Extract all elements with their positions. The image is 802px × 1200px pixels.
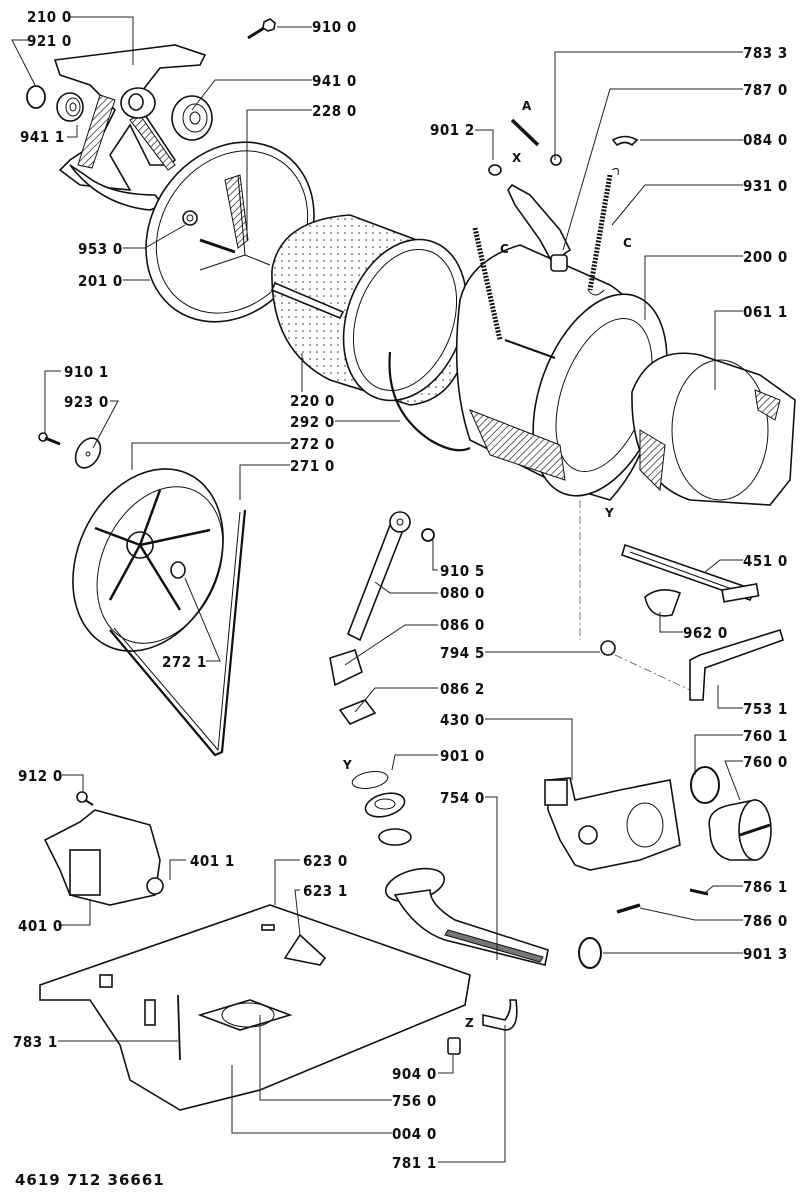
pressure-dashline-2 — [614, 654, 691, 691]
bearing-large-part — [171, 95, 213, 141]
pressure-connector-part — [550, 154, 562, 166]
drum-spider-part — [53, 44, 207, 211]
drain-bracket-part — [689, 628, 784, 701]
label-623-1: 623 1 — [303, 882, 348, 900]
label-910-1: 910 1 — [64, 363, 109, 381]
drive-belt-part — [109, 509, 247, 757]
bearing-small-part — [56, 92, 84, 122]
drive-pulley-part — [72, 468, 224, 652]
connector-C-right: C — [623, 236, 632, 250]
label-783-3: 783 3 — [743, 44, 788, 62]
label-787-0: 787 0 — [743, 81, 788, 99]
label-901-2: 901 2 — [430, 121, 475, 139]
air-pipe-part — [510, 118, 540, 147]
suspension-spring-left-part — [472, 227, 503, 341]
base-plate-part — [39, 904, 471, 1111]
ntc-sensor-part — [644, 589, 682, 617]
label-228-0: 228 0 — [312, 102, 357, 120]
drum-part — [270, 214, 471, 406]
label-941-1: 941 1 — [20, 128, 65, 146]
sump-hose-part — [384, 867, 549, 966]
connector-Y-sump: Y — [342, 758, 352, 772]
pulley-hub-part — [170, 561, 186, 579]
leader-lines — [11, 16, 743, 1163]
label-921-0: 921 0 — [27, 32, 72, 50]
label-901-0: 901 0 — [440, 747, 485, 765]
label-401-0: 401 0 — [18, 917, 63, 935]
label-061-1: 061 1 — [743, 303, 788, 321]
washer-part — [74, 437, 102, 469]
label-623-0: 623 0 — [303, 852, 348, 870]
label-786-0: 786 0 — [743, 912, 788, 930]
label-004-0: 004 0 — [392, 1125, 437, 1143]
label-753-1: 753 1 — [743, 700, 788, 718]
screw-part — [247, 18, 276, 40]
label-084-0: 084 0 — [743, 131, 788, 149]
connector-X: X — [512, 151, 522, 165]
hose-clamp-part — [578, 937, 602, 969]
bellows-hose-part — [507, 183, 572, 272]
label-760-0: 760 0 — [743, 753, 788, 771]
o-ring-small-part — [421, 528, 435, 542]
drum-seal-wire-part — [388, 351, 471, 452]
label-272-0: 272 0 — [290, 435, 335, 453]
pressure-chamber-part — [600, 640, 616, 656]
label-401-1: 401 1 — [190, 852, 235, 870]
suspension-spring-right-part — [587, 167, 619, 296]
shock-bracket-part — [338, 699, 377, 725]
outer-tub-part — [455, 236, 668, 501]
label-271-0: 271 0 — [290, 457, 335, 475]
label-910-5: 910 5 — [440, 562, 485, 580]
elbow-hose-part — [482, 999, 518, 1031]
label-931-0: 931 0 — [743, 177, 788, 195]
label-760-1: 760 1 — [743, 727, 788, 745]
label-953-0: 953 0 — [78, 240, 123, 258]
connector-A: A — [522, 99, 532, 113]
label-086-2: 086 2 — [440, 680, 485, 698]
shock-absorber-part — [329, 511, 411, 687]
pump-filter-part — [708, 799, 772, 861]
label-781-1: 781 1 — [392, 1154, 437, 1172]
connector-Z: Z — [465, 1016, 474, 1030]
label-200-0: 200 0 — [743, 248, 788, 266]
label-910-0: 910 0 — [312, 18, 357, 36]
label-923-0: 923 0 — [64, 393, 109, 411]
label-941-0: 941 0 — [312, 72, 357, 90]
label-220-0: 220 0 — [290, 392, 335, 410]
connector-C-left: C — [500, 242, 509, 256]
label-756-0: 756 0 — [392, 1092, 437, 1110]
filter-seal-part — [690, 766, 720, 804]
label-904-0: 904 0 — [392, 1065, 437, 1083]
counterweight-part — [631, 352, 796, 506]
label-272-1: 272 1 — [162, 653, 207, 671]
plug-part — [447, 1037, 461, 1055]
label-451-0: 451 0 — [743, 552, 788, 570]
bracket-clip-part — [611, 135, 639, 147]
filter-screw-part — [689, 888, 709, 896]
label-292-0: 292 0 — [290, 413, 335, 431]
bolt-part — [38, 432, 61, 446]
label-962-0: 962 0 — [683, 624, 728, 642]
label-210-0: 210 0 — [27, 8, 72, 26]
label-086-0: 086 0 — [440, 616, 485, 634]
label-786-1: 786 1 — [743, 878, 788, 896]
label-901-3: 901 3 — [743, 945, 788, 963]
motor-bolt-part — [76, 791, 94, 806]
label-430-0: 430 0 — [440, 711, 485, 729]
label-201-0: 201 0 — [78, 272, 123, 290]
sump-seal-part — [351, 771, 412, 846]
clamp-part — [488, 164, 502, 176]
label-912-0: 912 0 — [18, 767, 63, 785]
motor-part — [43, 809, 164, 906]
label-754-0: 754 0 — [440, 789, 485, 807]
label-080-0: 080 0 — [440, 584, 485, 602]
retaining-ring-part — [26, 85, 46, 109]
heating-element-part — [621, 543, 760, 603]
drawing-number: 4619 712 36661 — [15, 1171, 165, 1189]
label-794-5: 794 5 — [440, 644, 485, 662]
label-783-1: 783 1 — [13, 1033, 58, 1051]
connector-Y-tub: Y — [604, 506, 614, 520]
pin-part — [616, 903, 641, 914]
drain-pump-part — [544, 777, 681, 871]
